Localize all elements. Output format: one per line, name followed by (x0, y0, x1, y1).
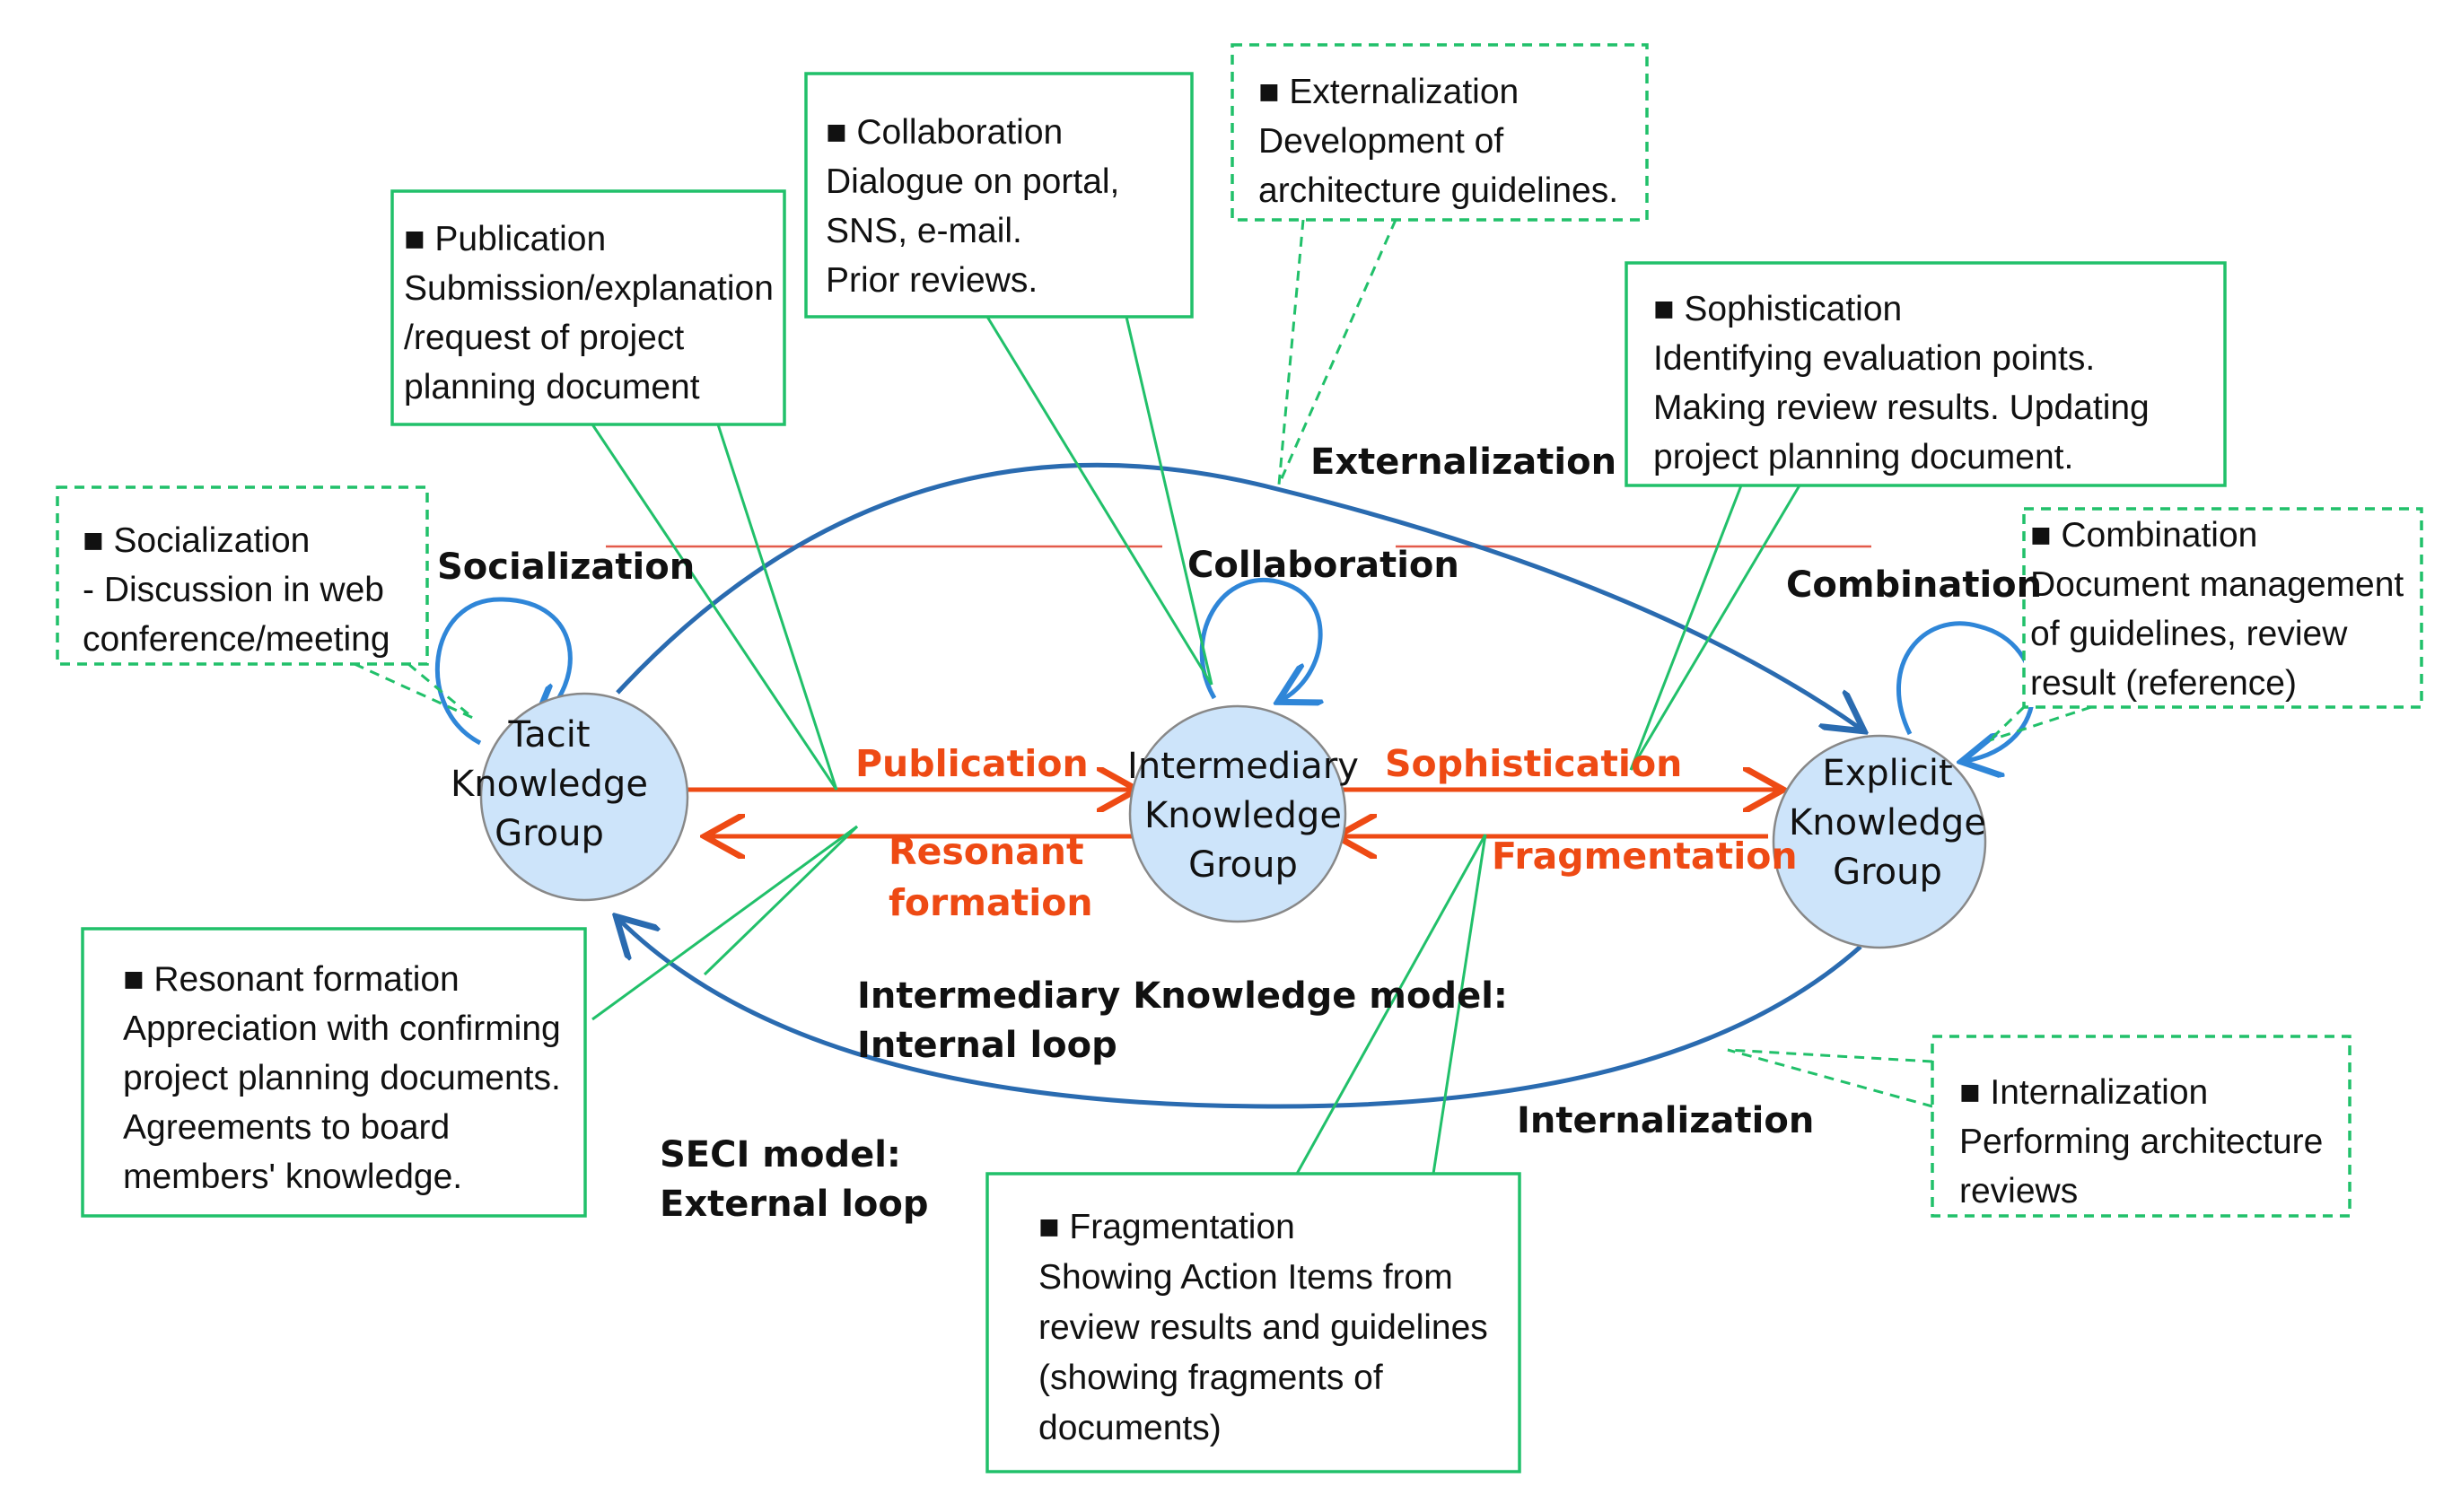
callout-combination-text-line-4: result (reference) (2030, 664, 2297, 703)
callout-socialization-text-line-1: ■ Socialization (83, 521, 310, 560)
callout-publication-text-line-4: planning document (404, 368, 700, 406)
fragmentation-label-line-1: Fragmentation (1492, 835, 1798, 878)
combination-self-loop (1896, 621, 2036, 761)
callout-sophistication-text-line-4: project planning document. (1653, 438, 2073, 476)
fragmentation-label: Fragmentation (1492, 835, 1798, 878)
tacit-node-label-line-1: Tacit (507, 714, 590, 756)
tacit-knowledge-node (479, 692, 689, 902)
callout-socialization-box (56, 485, 429, 666)
intermediary-knowledge-node (1128, 704, 1347, 923)
callout-internalization-text-line-2: Performing architecture (1959, 1123, 2323, 1161)
intermediary-model-label-line-2: Internal loop (857, 1025, 1117, 1066)
intermediary-model-label-line-1: Intermediary Knowledge model: (857, 975, 1508, 1017)
callout-combination-text-line-2: Document management (2030, 565, 2404, 604)
callout-resonant-box (81, 927, 587, 1218)
callout-fragmentation-text-line-5: documents) (1038, 1409, 1222, 1447)
callout-resonant-text-line-3: project planning documents. (123, 1059, 561, 1097)
callout-sophistication-text-line-2: Identifying evaluation points. (1653, 339, 2095, 378)
tacit-node-label-line-3: Group (495, 813, 604, 854)
collaboration-label: Collaboration (1187, 545, 1459, 586)
callout-leaders (591, 316, 1801, 1175)
seci-model-label: SECI model: External loop (660, 1134, 929, 1225)
callout-dashed-leaders (354, 219, 2092, 1108)
explicit-node-label-line-3: Group (1833, 852, 1942, 893)
callout-sophistication-box (1625, 261, 2227, 487)
callout-socialization-text-line-2: - Discussion in web (83, 571, 384, 609)
callout-publication-text-line-1: ■ Publication (404, 220, 606, 258)
callout-collaboration-text-line-3: SNS, e-mail. (826, 212, 1022, 250)
externalization-label: Externalization (1310, 441, 1616, 483)
callout-fragmentation-text-line-1: ■ Fragmentation (1038, 1208, 1295, 1246)
callout-fragmentation-box (985, 1172, 1521, 1473)
callout-resonant-text-line-1: ■ Resonant formation (123, 960, 460, 999)
sophistication-label-line-1: Sophistication (1385, 742, 1682, 785)
callout-publication-text-line-3: /request of project (404, 319, 684, 357)
callout-externalization-text-line-3: architecture guidelines. (1258, 171, 1618, 210)
intermediary-node-label-line-3: Group (1188, 844, 1298, 886)
explicit-knowledge-node (1772, 734, 1987, 949)
callout-resonant-text-line-4: Agreements to board (123, 1108, 450, 1147)
callout-internalization-box (1931, 1035, 2352, 1218)
intermediary-node-label-line-1: Intermediary (1127, 746, 1359, 787)
callout-collaboration-text-line-2: Dialogue on portal, (826, 162, 1119, 201)
callout-combination-text-line-3: of guidelines, review (2030, 615, 2348, 653)
callout-fragmentation-text-line-2: Showing Action Items from (1038, 1258, 1453, 1297)
callout-collaboration-text-line-1: ■ Collaboration (826, 113, 1063, 152)
callout-combination-text-line-1: ■ Combination (2030, 516, 2257, 555)
externalization-arc (616, 462, 1861, 729)
callout-internalization-text-line-1: ■ Internalization (1959, 1073, 2208, 1112)
seci-model-label-line-2: External loop (660, 1184, 929, 1225)
internalization-arc (619, 920, 1862, 1109)
callout-externalization-text-line-1: ■ Externalization (1258, 73, 1519, 111)
callout-collaboration-text-line-4: Prior reviews. (826, 261, 1038, 300)
internalization-label: Internalization (1517, 1100, 1814, 1141)
callout-collaboration-box (804, 72, 1194, 319)
callout-resonant-text-line-5: members' knowledge. (123, 1158, 462, 1196)
intermediary-model-label: Intermediary Knowledge model: Internal lo… (857, 975, 1508, 1066)
callout-publication-box (390, 189, 786, 426)
seci-model-label-line-1: SECI model: (660, 1134, 901, 1176)
resonant-formation-label: Resonant formation (889, 830, 1093, 924)
callout-combination-box (2022, 507, 2423, 709)
callout-sophistication-text-line-3: Making review results. Updating (1653, 389, 2150, 427)
callout-fragmentation-text-line-4: (showing fragments of (1038, 1359, 1383, 1397)
collaboration-self-loop (1199, 578, 1320, 700)
socialization-self-loop (434, 597, 570, 746)
explicit-node-label-line-1: Explicit (1822, 753, 1952, 794)
tacit-node-label-line-2: Knowledge (451, 764, 648, 805)
publication-label: Publication (855, 742, 1089, 785)
callout-internalization-text-line-3: reviews (1959, 1172, 2078, 1210)
publication-label-line-1: Publication (855, 742, 1089, 785)
resonant-formation-label-line-1: Resonant (889, 830, 1084, 873)
sophistication-label: Sophistication (1385, 742, 1682, 785)
socialization-label: Socialization (437, 546, 695, 588)
callout-externalization-text-line-2: Development of (1258, 122, 1503, 161)
callout-fragmentation-text-line-3: review results and guidelines (1038, 1308, 1488, 1347)
callout-publication-text-line-2: Submission/explanation (404, 269, 774, 308)
intermediary-node-label-line-2: Knowledge (1144, 795, 1342, 836)
callout-resonant-text-line-2: Appreciation with confirming (123, 1009, 561, 1048)
explicit-node-label-line-2: Knowledge (1789, 802, 1986, 843)
callout-socialization-text-line-3: conference/meeting (83, 620, 390, 659)
resonant-formation-label-line-2: formation (889, 881, 1093, 924)
callout-externalization-box (1230, 43, 1649, 222)
callout-socialization-text: ■ Socialization - Discussion in web confer… (83, 521, 390, 659)
callout-sophistication-text-line-1: ■ Sophistication (1653, 290, 1902, 328)
combination-label: Combination (1786, 564, 2042, 606)
